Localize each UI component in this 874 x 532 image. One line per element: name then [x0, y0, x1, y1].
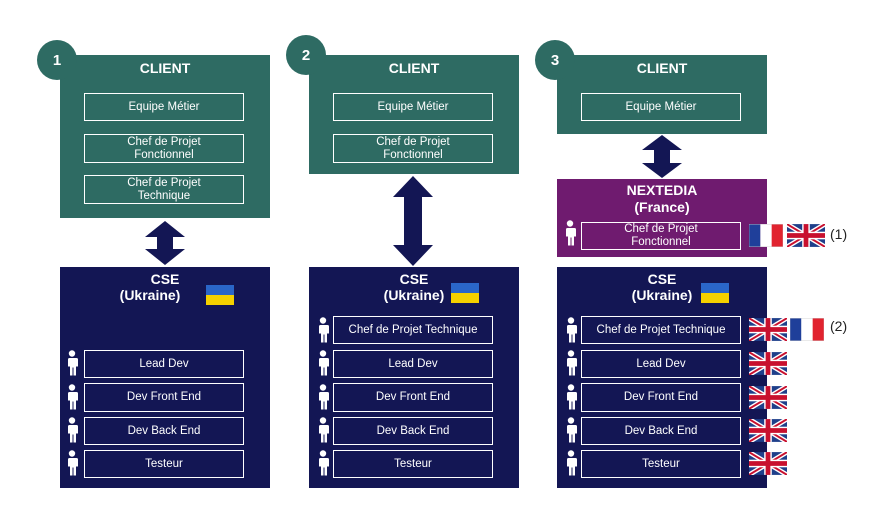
- person-icon: [316, 417, 330, 443]
- role-lead-dev: Lead Dev: [581, 350, 741, 378]
- person-icon: [316, 350, 330, 376]
- role-dev-front: Dev Front End: [581, 383, 741, 412]
- ukraine-flag-icon: [701, 283, 729, 303]
- uk-flag-icon: [749, 452, 787, 475]
- person-icon: [564, 384, 578, 410]
- role-dev-back: Dev Back End: [84, 417, 244, 445]
- role-equipe-metier: Equipe Métier: [581, 93, 741, 121]
- role-equipe-metier: Equipe Métier: [84, 93, 244, 121]
- cse-subtitle: (Ukraine): [383, 287, 445, 303]
- double-arrow-icon: [145, 221, 185, 265]
- role-chef-fonctionnel: Chef de Projet Fonctionnel: [84, 134, 244, 163]
- role-dev-front: Dev Front End: [333, 383, 493, 412]
- role-dev-back: Dev Back End: [581, 417, 741, 445]
- client-title: CLIENT: [388, 60, 440, 76]
- france-flag-icon: [749, 224, 783, 247]
- person-icon: [316, 450, 330, 476]
- person-icon: [316, 317, 330, 343]
- person-icon: [564, 350, 578, 376]
- role-testeur: Testeur: [581, 450, 741, 478]
- role-lead-dev: Lead Dev: [84, 350, 244, 378]
- uk-flag-icon: [749, 386, 787, 409]
- uk-flag-icon: [749, 352, 787, 375]
- client-box-3: CLIENT Equipe Métier: [557, 55, 767, 134]
- uk-flag-icon: [749, 318, 787, 341]
- uk-flag-icon: [787, 224, 825, 247]
- person-icon: [65, 417, 79, 443]
- nextedia-subtitle: (France): [634, 199, 690, 215]
- step-badge-1: 1: [37, 40, 77, 80]
- cse-title: CSE: [399, 271, 429, 287]
- client-title: CLIENT: [139, 60, 191, 76]
- role-chef-fonctionnel: Chef de Projet Fonctionnel: [333, 134, 493, 163]
- client-title: CLIENT: [636, 60, 688, 76]
- cse-subtitle: (Ukraine): [631, 287, 693, 303]
- person-icon: [65, 384, 79, 410]
- cse-box-2: CSE (Ukraine) Chef de Projet Technique L…: [309, 267, 519, 488]
- role-chef-fonctionnel: Chef de Projet Fonctionnel: [581, 222, 741, 250]
- person-icon: [564, 450, 578, 476]
- role-equipe-metier: Equipe Métier: [333, 93, 493, 121]
- step-badge-2: 2: [286, 35, 326, 75]
- nextedia-box: NEXTEDIA (France) Chef de Projet Fonctio…: [557, 179, 767, 257]
- role-dev-back: Dev Back End: [333, 417, 493, 445]
- double-arrow-icon: [642, 135, 682, 178]
- cse-subtitle: (Ukraine): [119, 287, 181, 303]
- role-testeur: Testeur: [333, 450, 493, 478]
- cse-box-3: CSE (Ukraine) Chef de Projet Technique L…: [557, 267, 767, 488]
- double-arrow-icon: [393, 176, 433, 266]
- note-1: (1): [830, 226, 848, 242]
- person-icon: [65, 450, 79, 476]
- role-dev-front: Dev Front End: [84, 383, 244, 412]
- role-chef-technique: Chef de Projet Technique: [581, 316, 741, 344]
- uk-flag-icon: [749, 419, 787, 442]
- person-icon: [65, 350, 79, 376]
- cse-title: CSE: [647, 271, 677, 287]
- ukraine-flag-icon: [451, 283, 479, 303]
- note-2: (2): [830, 318, 848, 334]
- client-box-2: CLIENT Equipe Métier Chef de Projet Fonc…: [309, 55, 519, 174]
- person-icon: [564, 317, 578, 343]
- role-chef-technique: Chef de Projet Technique: [333, 316, 493, 344]
- cse-box-1: CSE (Ukraine) Lead Dev Dev Front End Dev…: [60, 267, 270, 488]
- ukraine-flag-icon: [206, 285, 234, 305]
- client-box-1: CLIENT Equipe Métier Chef de Projet Fonc…: [60, 55, 270, 218]
- role-testeur: Testeur: [84, 450, 244, 478]
- person-icon: [316, 384, 330, 410]
- nextedia-title: NEXTEDIA: [626, 182, 698, 198]
- role-chef-technique: Chef de Projet Technique: [84, 175, 244, 204]
- step-badge-3: 3: [535, 40, 575, 80]
- person-icon: [563, 220, 577, 246]
- cse-title: CSE: [150, 271, 180, 287]
- person-icon: [564, 417, 578, 443]
- france-flag-icon: [790, 318, 824, 341]
- role-lead-dev: Lead Dev: [333, 350, 493, 378]
